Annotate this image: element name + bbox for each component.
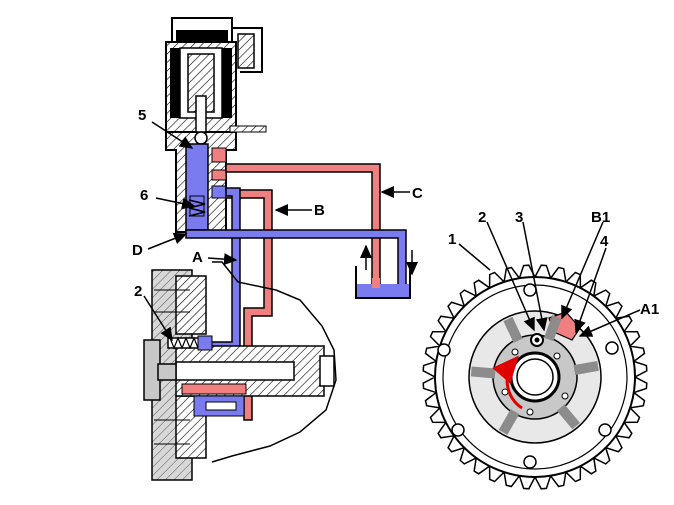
label-2-left: 2	[134, 283, 142, 300]
leader-lines	[143, 121, 641, 342]
valve-spool	[185, 143, 227, 231]
label-b: B	[314, 202, 325, 219]
rotor-vane	[470, 366, 496, 379]
solenoid-valve	[165, 17, 267, 233]
rotor-vane	[573, 360, 599, 375]
label-a1: A1	[640, 301, 659, 318]
rotor-vanes	[470, 315, 599, 435]
label-3: 3	[515, 209, 523, 226]
label-2-right: 2	[478, 209, 486, 226]
oil-tank	[355, 244, 418, 299]
rotor-vane	[556, 404, 580, 430]
rotor-vane	[498, 409, 520, 435]
label-a: A	[192, 249, 203, 266]
label-b1: B1	[591, 209, 610, 226]
label-c: C	[412, 185, 423, 202]
rotation-direction-arrow	[492, 355, 523, 410]
label-6: 6	[140, 187, 148, 204]
label-d: D	[132, 242, 143, 259]
camshaft-adjuster-section	[143, 261, 337, 481]
label-1: 1	[448, 231, 456, 248]
rotor-vane	[543, 315, 562, 342]
rotor-vane	[503, 316, 523, 343]
adjuster-gear-wheel	[422, 264, 648, 490]
label-4: 4	[600, 233, 609, 250]
label-5: 5	[138, 107, 146, 124]
